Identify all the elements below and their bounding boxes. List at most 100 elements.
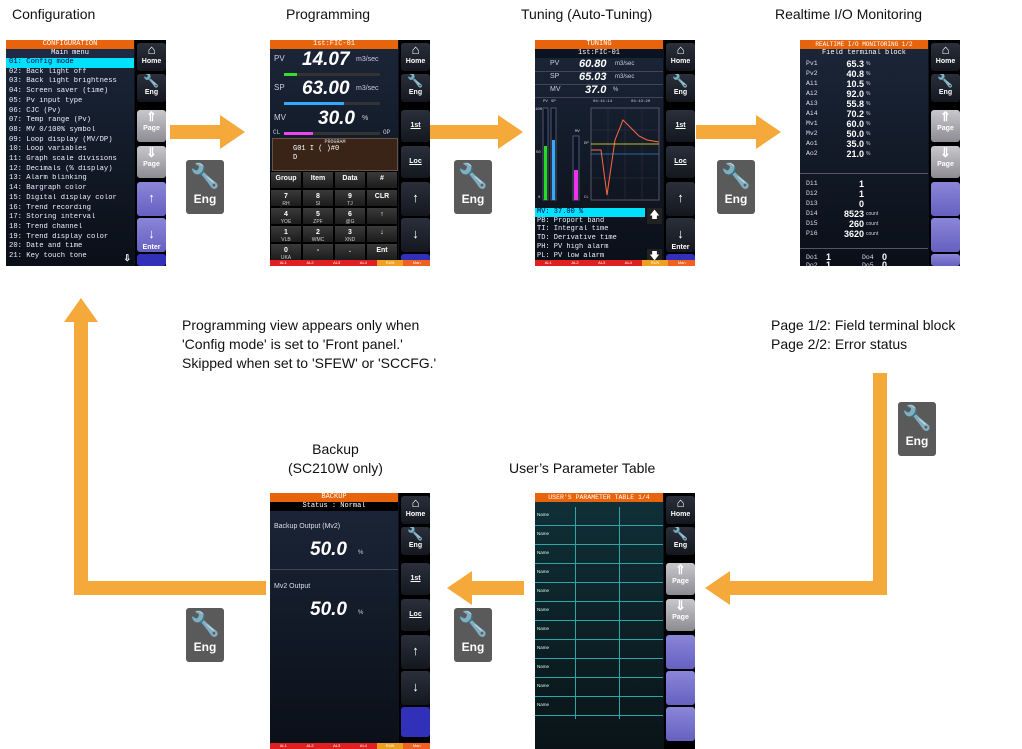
table-row[interactable]: Name (535, 583, 663, 602)
config-menu-item[interactable]: 17: Storing interval (9, 213, 96, 222)
enter-button[interactable] (137, 254, 166, 266)
table-row[interactable]: Name (535, 621, 663, 640)
eng-button[interactable]: 🔧Eng (401, 74, 430, 102)
blank-button[interactable] (931, 218, 960, 252)
config-menu-item[interactable]: 05: Pv input type (9, 96, 83, 105)
table-row[interactable]: Name (535, 545, 663, 564)
table-row[interactable]: Name (535, 659, 663, 678)
blank-button[interactable] (401, 707, 430, 737)
blank-button[interactable] (931, 254, 960, 266)
config-menu-item[interactable]: 16: Trend recording (9, 203, 91, 212)
config-menu-item[interactable]: 21: Key touch tone (9, 252, 87, 261)
config-menu-item[interactable]: 06: CJC (Pv) (9, 106, 61, 115)
config-menu-item[interactable]: 08: MV 0/100% symbol (9, 125, 96, 134)
keypad-key[interactable]: Group (270, 171, 302, 189)
up-button[interactable]: ↑ (137, 182, 166, 216)
page-up-button[interactable]: ⇑Page (931, 110, 960, 142)
home-button[interactable]: ⌂Home (401, 496, 430, 524)
scroll-up-button[interactable]: 🡅 (647, 208, 662, 224)
up-button[interactable]: ↑ (401, 182, 430, 216)
tuning-item[interactable]: PL: PV low alarm (537, 251, 605, 260)
table-row[interactable]: Name (535, 678, 663, 697)
config-menu-item[interactable]: 10: Loop variables (9, 145, 87, 154)
home-button[interactable]: ⌂Home (401, 43, 430, 71)
loc-button[interactable]: Loc (666, 146, 695, 178)
blank-button[interactable] (931, 182, 960, 216)
config-menu-item[interactable]: 12: Decimals (% display) (9, 164, 113, 173)
page-down-button[interactable]: ⇓Page (666, 599, 695, 631)
keypad-key[interactable]: ↑ (366, 207, 398, 225)
keypad-key[interactable]: - (302, 243, 334, 261)
config-menu-item[interactable]: 09: Loop display (MV/DP) (9, 135, 113, 144)
keypad-key[interactable]: Ent (366, 243, 398, 261)
config-menu-item[interactable]: 04: Screen saver (time) (9, 87, 109, 96)
config-menu-item[interactable]: 19: Trend display color (9, 232, 109, 241)
config-menu-item[interactable]: 02: Back light off (9, 67, 87, 76)
table-row[interactable]: Name (535, 697, 663, 716)
home-button[interactable]: ⌂Home (137, 43, 166, 71)
tuning-item[interactable]: PH: PV high alarm (537, 242, 609, 251)
config-menu-item[interactable]: 03: Back light brightness (9, 77, 117, 86)
table-row[interactable]: Name (535, 602, 663, 621)
home-button[interactable]: ⌂Home (931, 43, 960, 71)
keypad-key[interactable]: 6@G (334, 207, 366, 225)
down-button[interactable]: ↓ (666, 218, 695, 252)
home-button[interactable]: ⌂Home (666, 496, 695, 524)
eng-button[interactable]: 🔧Eng (666, 74, 695, 102)
blank-button[interactable] (666, 707, 695, 741)
up-button[interactable]: ↑ (666, 182, 695, 216)
blank-button[interactable] (666, 635, 695, 669)
blank-button[interactable] (666, 671, 695, 705)
tuning-item[interactable]: TI: Integral time (537, 225, 609, 234)
config-menu-item[interactable]: 11: Graph scale divisions (9, 155, 117, 164)
keypad-key[interactable]: . (334, 243, 366, 261)
eng-button[interactable]: 🔧Eng (666, 527, 695, 555)
eng-button[interactable]: 🔧Eng (931, 74, 960, 102)
config-menu-item[interactable]: 13: Alarm blinking (9, 174, 87, 183)
up-button[interactable]: ↑ (401, 635, 430, 669)
config-menu-item[interactable]: 07: Temp range (Pv) (9, 116, 91, 125)
eng-button[interactable]: 🔧Eng (137, 74, 166, 102)
eng-button[interactable]: 🔧Eng (401, 527, 430, 555)
config-menu-item[interactable]: 01: Config mode (6, 58, 134, 68)
down-button[interactable]: ↓ (401, 671, 430, 705)
loc-button[interactable]: Loc (401, 599, 430, 631)
down-button[interactable]: ↓ (401, 218, 430, 252)
first-loop-button[interactable]: 1st (666, 110, 695, 142)
first-loop-button[interactable]: 1st (401, 563, 430, 595)
first-loop-button[interactable]: 1st (401, 110, 430, 142)
home-button[interactable]: ⌂Home (666, 43, 695, 71)
keypad-key[interactable]: Item (302, 171, 334, 189)
down-button[interactable]: ↓ (137, 218, 166, 252)
tuning-item[interactable]: PB: Proport band (537, 216, 605, 225)
config-menu-item[interactable]: 18: Trend channel (9, 222, 83, 231)
keypad-key[interactable]: ↓ (366, 225, 398, 243)
tuning-item[interactable]: MV: 37.00 % (535, 208, 645, 217)
keypad-key[interactable]: Data (334, 171, 366, 189)
table-row[interactable]: Name (535, 640, 663, 659)
table-row[interactable]: Name (535, 564, 663, 583)
page-up-button[interactable]: ⇑Page (666, 563, 695, 595)
table-row[interactable]: Name (535, 507, 663, 526)
config-menu-item[interactable]: 14: Bargraph color (9, 184, 87, 193)
loc-button[interactable]: Loc (401, 146, 430, 178)
tuning-item[interactable]: TD: Derivative time (537, 234, 617, 243)
config-menu-item[interactable]: 20: Date and time (9, 242, 83, 251)
page-down-button[interactable]: ⇓Page (931, 146, 960, 178)
table-row[interactable]: Name (535, 526, 663, 545)
scroll-down-icon[interactable]: ⇩ (123, 253, 131, 263)
config-menu-item[interactable]: 15: Digital display color (9, 193, 117, 202)
keypad-key[interactable]: # (366, 171, 398, 189)
page-up-button[interactable]: ⇑Page (137, 110, 166, 142)
page-down-button[interactable]: ⇓Page (137, 146, 166, 178)
keypad-key[interactable]: CLR (366, 189, 398, 207)
